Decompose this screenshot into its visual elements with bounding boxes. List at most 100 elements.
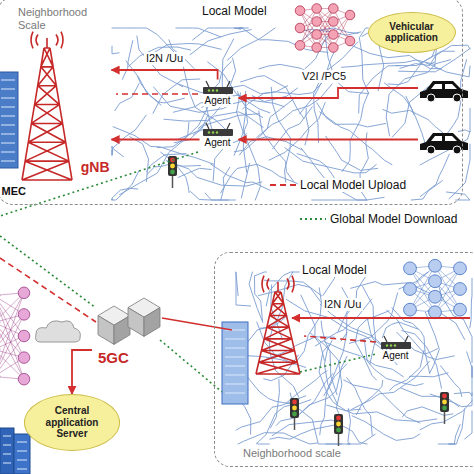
street — [273, 107, 313, 149]
nn-neuron — [295, 23, 305, 33]
street — [190, 30, 251, 55]
core-cube — [98, 306, 130, 344]
street — [347, 409, 350, 444]
scale-region: Neighborhood ScaleVehicular applicationA… — [0, 0, 463, 205]
street — [243, 97, 247, 172]
car-wheel — [427, 146, 435, 154]
legend-line — [270, 184, 296, 186]
mec-node: MEC — [0, 68, 34, 200]
street — [388, 51, 454, 84]
signal-wave — [31, 32, 33, 49]
street — [112, 146, 124, 157]
street — [269, 103, 325, 161]
street — [178, 168, 211, 177]
legend-text: Local Model Upload — [298, 178, 408, 192]
street — [342, 93, 369, 172]
server-rack — [222, 322, 248, 404]
local-upload-line — [116, 93, 198, 95]
nn-neuron — [312, 43, 322, 53]
nn-neuron — [345, 10, 355, 20]
light-lamp — [170, 164, 175, 169]
text-label: V2I /PC5 — [300, 70, 348, 83]
street — [237, 93, 261, 200]
rack-body — [0, 428, 14, 474]
rack-slot — [225, 348, 245, 349]
street — [411, 181, 442, 200]
global-download-line — [160, 340, 222, 392]
street — [290, 393, 342, 444]
street — [259, 111, 294, 181]
light-housing — [334, 414, 343, 434]
street — [122, 41, 132, 80]
street — [249, 272, 263, 322]
nn-neuron — [18, 352, 30, 364]
light-lamp — [442, 394, 447, 399]
street — [255, 272, 267, 321]
legend-row: Local Model Upload — [268, 178, 408, 192]
pc5-link-arrow — [239, 139, 418, 141]
nn-neuron — [295, 6, 305, 16]
cube-side — [98, 316, 114, 345]
router-antenna — [206, 81, 209, 87]
street — [191, 192, 229, 201]
router-icon — [379, 335, 413, 350]
gnb-tower — [22, 32, 72, 180]
signal-wave — [287, 279, 289, 290]
street — [352, 416, 420, 441]
rack-slot — [17, 451, 27, 452]
street — [222, 39, 234, 93]
street — [458, 108, 470, 132]
light-housing — [168, 156, 177, 176]
cube-side — [128, 308, 144, 337]
street — [270, 425, 335, 439]
link-label: I2N /Uu — [144, 52, 185, 65]
server-ellipse: Central application Server — [24, 394, 120, 451]
gnb-tower — [256, 276, 300, 374]
rack-slot — [225, 366, 245, 367]
street — [324, 341, 337, 404]
light-lamp — [292, 406, 297, 411]
street — [238, 433, 317, 444]
light-lamp — [336, 422, 341, 427]
street — [221, 167, 230, 200]
text-label: I2N /Uu — [322, 298, 363, 311]
street — [129, 47, 191, 67]
street — [112, 46, 119, 54]
text-label: Local Model — [300, 263, 369, 277]
global-model-icon — [0, 287, 30, 385]
street — [271, 380, 280, 428]
light-pole — [338, 434, 340, 446]
rack-slot — [225, 357, 245, 358]
legend-sample — [268, 179, 298, 191]
legend-row: Global Model Download — [298, 212, 459, 226]
server-rack — [0, 72, 18, 168]
text-label: Local Model — [200, 4, 269, 18]
street — [326, 136, 378, 170]
nn-neuron — [404, 262, 417, 275]
router-antenna — [206, 123, 209, 129]
cloud-icon — [36, 321, 81, 342]
router-led — [215, 89, 217, 91]
legend-text: Global Model Download — [328, 212, 459, 226]
street — [138, 77, 162, 106]
street — [257, 84, 332, 137]
street — [153, 79, 200, 113]
street — [272, 420, 367, 444]
router-body — [381, 342, 411, 349]
nn-link — [0, 314, 24, 376]
rack-body — [222, 322, 248, 404]
agent-box: Agent — [378, 335, 414, 363]
core-label: 5GC — [98, 349, 129, 366]
rack-slot — [17, 460, 27, 461]
street — [470, 278, 472, 328]
uu-link-arrow — [292, 317, 470, 319]
rack-slot — [3, 436, 11, 437]
nn-neuron — [18, 287, 30, 299]
street — [177, 130, 204, 140]
tower-frame — [256, 282, 300, 374]
light-lamp — [292, 400, 297, 405]
rack-slot — [3, 445, 11, 446]
street — [271, 87, 290, 182]
local-model-icon — [404, 259, 467, 318]
